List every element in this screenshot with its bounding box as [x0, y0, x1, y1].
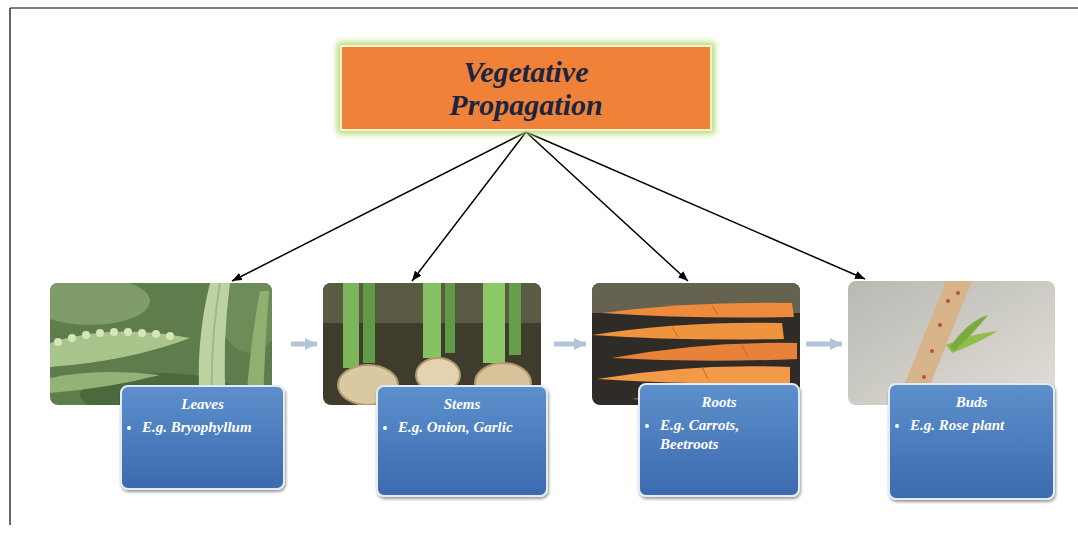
branch-arrow: [526, 132, 865, 279]
part-name: Leaves: [130, 395, 275, 414]
sequence-arrow: [291, 342, 317, 347]
plant-part-card: StemsE.g. Onion, Garlic: [323, 283, 548, 497]
example-text: E.g. Carrots, Beetroots: [660, 416, 790, 454]
title-box: Vegetative Propagation: [340, 45, 712, 131]
example-text: E.g. Onion, Garlic: [398, 418, 538, 437]
sequence-arrow: [806, 342, 842, 347]
branch-arrow: [232, 132, 526, 281]
plant-part-card: RootsE.g. Carrots, Beetroots: [592, 283, 800, 497]
sequence-arrow: [554, 342, 586, 347]
label-box: LeavesE.g. Bryophyllum: [120, 385, 285, 490]
plant-part-card: BudsE.g. Rose plant: [848, 281, 1055, 500]
part-name: Stems: [386, 395, 538, 414]
part-name: Buds: [898, 393, 1045, 412]
label-box: BudsE.g. Rose plant: [888, 383, 1055, 500]
title-text: Vegetative Propagation: [411, 55, 641, 121]
part-name: Roots: [648, 393, 790, 412]
label-box: RootsE.g. Carrots, Beetroots: [638, 383, 800, 497]
example-text: E.g. Bryophyllum: [142, 418, 275, 437]
example-text: E.g. Rose plant: [910, 416, 1045, 435]
branch-arrow: [412, 132, 526, 281]
plant-part-card: LeavesE.g. Bryophyllum: [50, 283, 285, 490]
label-box: StemsE.g. Onion, Garlic: [376, 385, 548, 497]
branch-arrow: [526, 132, 688, 281]
